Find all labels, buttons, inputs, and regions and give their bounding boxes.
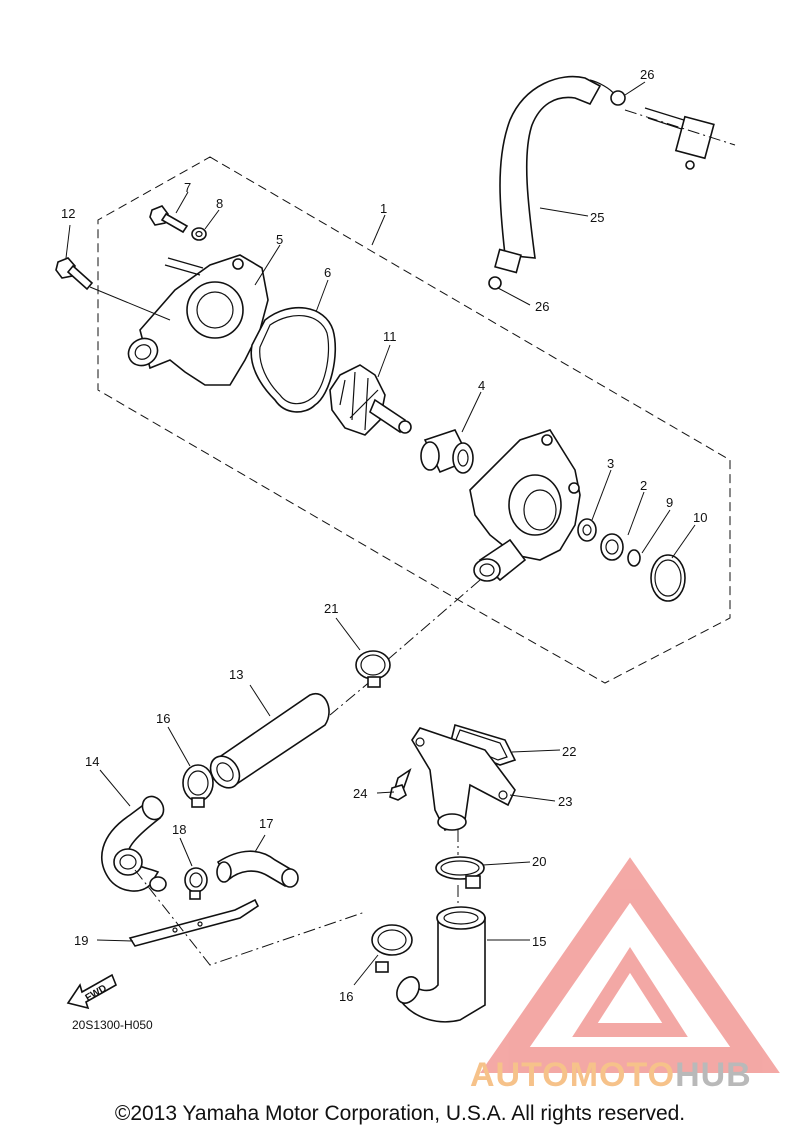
callout-26-upper: 26: [640, 67, 654, 82]
callout-4: 4: [478, 378, 485, 393]
callout-16-upper: 16: [156, 711, 170, 726]
watermark-text-b: HUB: [675, 1056, 752, 1094]
bracket-19: [128, 898, 260, 947]
bolt-12: [55, 257, 171, 321]
callout-20: 20: [532, 854, 546, 869]
seal-4: [420, 429, 474, 474]
fwd-arrow-icon: FWD: [66, 973, 118, 1010]
clamp-16-lower: [371, 924, 413, 973]
callout-24: 24: [353, 786, 367, 801]
bolt-7: [149, 205, 189, 234]
callout-22: 22: [562, 744, 576, 759]
watermark-logo: [480, 857, 780, 1073]
copyright-notice: ©2013 Yamaha Motor Corporation, U.S.A. A…: [114, 1102, 686, 1125]
hose-13: [209, 692, 330, 789]
callout-18: 18: [172, 822, 186, 837]
clamp-20: [435, 856, 485, 889]
pump-assembly-outline: [97, 156, 731, 684]
callout-23: 23: [558, 794, 572, 809]
callout-17: 17: [259, 816, 273, 831]
o-ring-10: [650, 554, 686, 602]
gasket-6: [250, 306, 337, 413]
clamp-16-upper: [182, 764, 214, 808]
callout-12: 12: [61, 206, 75, 221]
callout-26-lower: 26: [535, 299, 549, 314]
fwd-label: FWD: [84, 983, 109, 1004]
impeller-11: [329, 364, 412, 436]
callout-14: 14: [85, 754, 99, 769]
callout-1: 1: [380, 201, 387, 216]
watermark-text-a: AUTOMOTO: [470, 1056, 676, 1094]
callout-21: 21: [324, 601, 338, 616]
callout-25: 25: [590, 210, 604, 225]
hose-14: [101, 795, 167, 892]
callout-3: 3: [607, 456, 614, 471]
clamp-18: [184, 867, 208, 900]
callout-9: 9: [666, 495, 673, 510]
bearing-3: [577, 518, 597, 542]
callout-7: 7: [184, 180, 191, 195]
oil-seal-2: [600, 533, 624, 561]
callout-11: 11: [383, 329, 397, 344]
callout-16-lower: 16: [339, 989, 353, 1004]
hose-17: [216, 850, 299, 888]
bypass-hose: [488, 75, 736, 290]
callout-10: 10: [693, 510, 707, 525]
circlip-9: [627, 549, 641, 567]
bolt-24: [389, 768, 412, 801]
hose-14-centerline: [134, 869, 366, 966]
callout-19: 19: [74, 933, 88, 948]
callout-13: 13: [229, 667, 243, 682]
pump-cover: [127, 254, 269, 386]
callout-15: 15: [532, 934, 546, 949]
callout-2: 2: [640, 478, 647, 493]
washer-8: [191, 227, 207, 241]
callout-labels: 1 2 3 4 5 6 7 8 9 10 11 12 13 14 15 16 1…: [61, 67, 707, 1004]
callout-8: 8: [216, 196, 223, 211]
figure-code: 20S1300-H050: [72, 1018, 153, 1032]
callout-5: 5: [276, 232, 283, 247]
hose-15: [396, 906, 486, 1023]
callout-6: 6: [324, 265, 331, 280]
outlet-cover-23: [411, 727, 516, 832]
pump-housing: [469, 429, 581, 582]
leader-lines: [65, 81, 696, 986]
watermark-text: AUTOMOTOHUB: [470, 1056, 752, 1095]
assembly-centerline: [329, 579, 481, 716]
clamp-21: [355, 650, 391, 688]
